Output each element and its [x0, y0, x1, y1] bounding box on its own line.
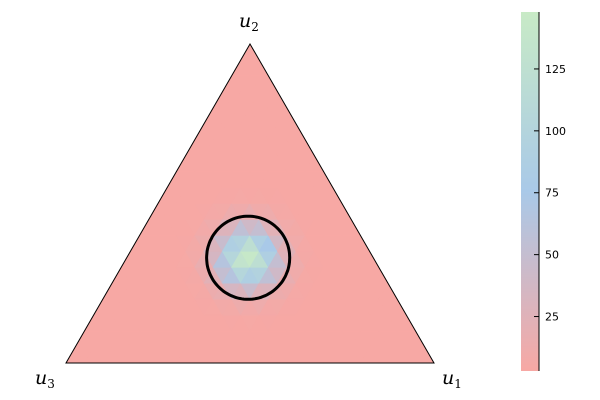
colorbar-ticks: 25 50 75 100 125 [534, 63, 566, 324]
heatmap-cells [65, 43, 435, 364]
colorbar-tick-label: 100 [545, 125, 566, 138]
colorbar-tick-label: 25 [545, 311, 559, 324]
triangle-outline [65, 42, 435, 364]
vertex-label-top: u2 [239, 10, 259, 34]
contour-layer [205, 214, 292, 301]
vertex-label-bottom-right: u1 [442, 367, 462, 391]
colorbar-tick-label: 125 [545, 63, 566, 76]
vertex-label-bottom-left: u3 [35, 367, 55, 391]
colorbar-tick-label: 75 [545, 187, 559, 200]
colorbar [521, 12, 539, 371]
heatmap-cell [240, 43, 260, 61]
contour-line [205, 214, 292, 301]
colorbar-tick-label: 50 [545, 249, 559, 262]
